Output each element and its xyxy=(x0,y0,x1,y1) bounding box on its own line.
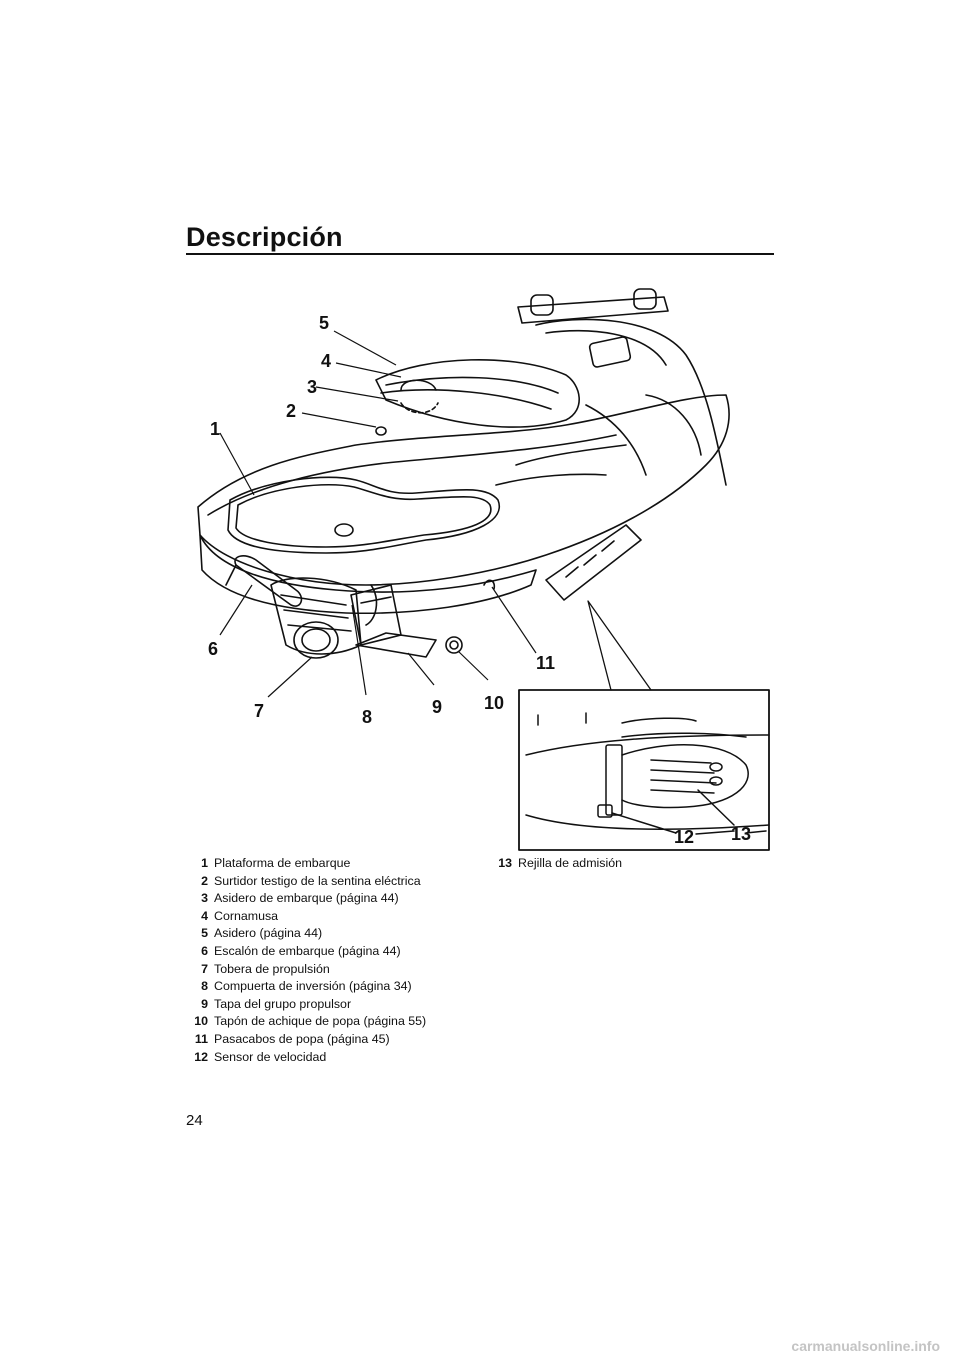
legend-text: Pasacabos de popa (página 45) xyxy=(214,1031,390,1046)
page-number: 24 xyxy=(186,1112,203,1129)
legend-text: Asidero (página 44) xyxy=(214,926,323,941)
legend-left-column: 1 Plataforma de embarque 2 Surtidor testig… xyxy=(186,855,466,1066)
legend-num: 4 xyxy=(201,908,208,923)
legend-num: 2 xyxy=(201,873,208,888)
legend-item: 8 Compuerta de inversión (página 34) xyxy=(186,978,466,996)
callout-1: 1 xyxy=(210,419,220,439)
legend-num: 1 xyxy=(201,856,208,870)
legend-item: 5 Asidero (página 44) xyxy=(186,925,466,943)
legend-item: 11 Pasacabos de popa (página 45) xyxy=(186,1031,466,1049)
callout-5: 5 xyxy=(319,313,329,333)
legend-text: Plataforma de embarque xyxy=(214,856,351,870)
callout-11: 11 xyxy=(536,653,555,673)
legend-num: 7 xyxy=(201,961,208,976)
callout-12: 12 xyxy=(674,827,694,847)
callout-3: 3 xyxy=(307,377,317,397)
page-title: Descripción xyxy=(186,222,343,252)
legend-item: 12 Sensor de velocidad xyxy=(186,1049,466,1067)
legend-text: Escalón de embarque (página 44) xyxy=(214,943,401,958)
callout-4: 4 xyxy=(321,351,331,371)
legend-item: 4 Cornamusa xyxy=(186,908,466,926)
legend-num: 11 xyxy=(194,1031,208,1046)
legend-item: 3 Asidero de embarque (página 44) xyxy=(186,890,466,908)
legend-text: Tapón de achique de popa (página 55) xyxy=(214,1014,427,1029)
legend-num: 13 xyxy=(498,856,512,870)
watermark: carmanualsonline.info xyxy=(791,1338,940,1354)
legend-text: Tapa del grupo propulsor xyxy=(214,996,352,1011)
legend-text: Tobera de propulsión xyxy=(214,961,330,976)
legend-right-column: 13 Rejilla de admisión xyxy=(490,855,770,873)
callout-13: 13 xyxy=(731,824,751,844)
title-rule xyxy=(186,253,774,255)
legend-item: 13 Rejilla de admisión xyxy=(490,855,770,873)
legend-item: 7 Tobera de propulsión xyxy=(186,961,466,979)
callout-2: 2 xyxy=(286,401,296,421)
callout-9: 9 xyxy=(432,697,442,717)
legend-text: Sensor de velocidad xyxy=(214,1049,327,1064)
legend-item: 9 Tapa del grupo propulsor xyxy=(186,996,466,1014)
callout-6: 6 xyxy=(208,639,218,659)
legend-num: 10 xyxy=(194,1014,208,1029)
legend-text: Rejilla de admisión xyxy=(518,856,622,870)
legend-num: 5 xyxy=(201,926,208,941)
legend-num: 9 xyxy=(201,996,208,1011)
legend-num: 8 xyxy=(201,979,208,994)
legend-item: 10 Tapón de achique de popa (página 55) xyxy=(186,1013,466,1031)
legend-text: Compuerta de inversión (página 34) xyxy=(214,979,412,994)
legend-num: 12 xyxy=(194,1049,208,1064)
legend-num: 6 xyxy=(201,943,208,958)
legend-item: 6 Escalón de embarque (página 44) xyxy=(186,943,466,961)
legend-item: 2 Surtidor testigo de la sentina eléctric… xyxy=(186,873,466,891)
callout-7: 7 xyxy=(254,701,264,721)
legend-item: 1 Plataforma de embarque xyxy=(186,855,466,873)
watercraft-drawing: 1 2 3 4 5 6 7 8 9 10 11 12 13 xyxy=(197,288,770,851)
legend-num: 3 xyxy=(201,891,208,906)
watercraft-illustration: 1 2 3 4 5 6 7 8 9 10 11 12 13 xyxy=(186,285,774,855)
callout-10: 10 xyxy=(484,693,504,713)
callout-8: 8 xyxy=(362,707,372,727)
legend-text: Cornamusa xyxy=(214,908,279,923)
legend-text: Surtidor testigo de la sentina eléctrica xyxy=(214,873,421,888)
legend-text: Asidero de embarque (página 44) xyxy=(214,891,399,906)
